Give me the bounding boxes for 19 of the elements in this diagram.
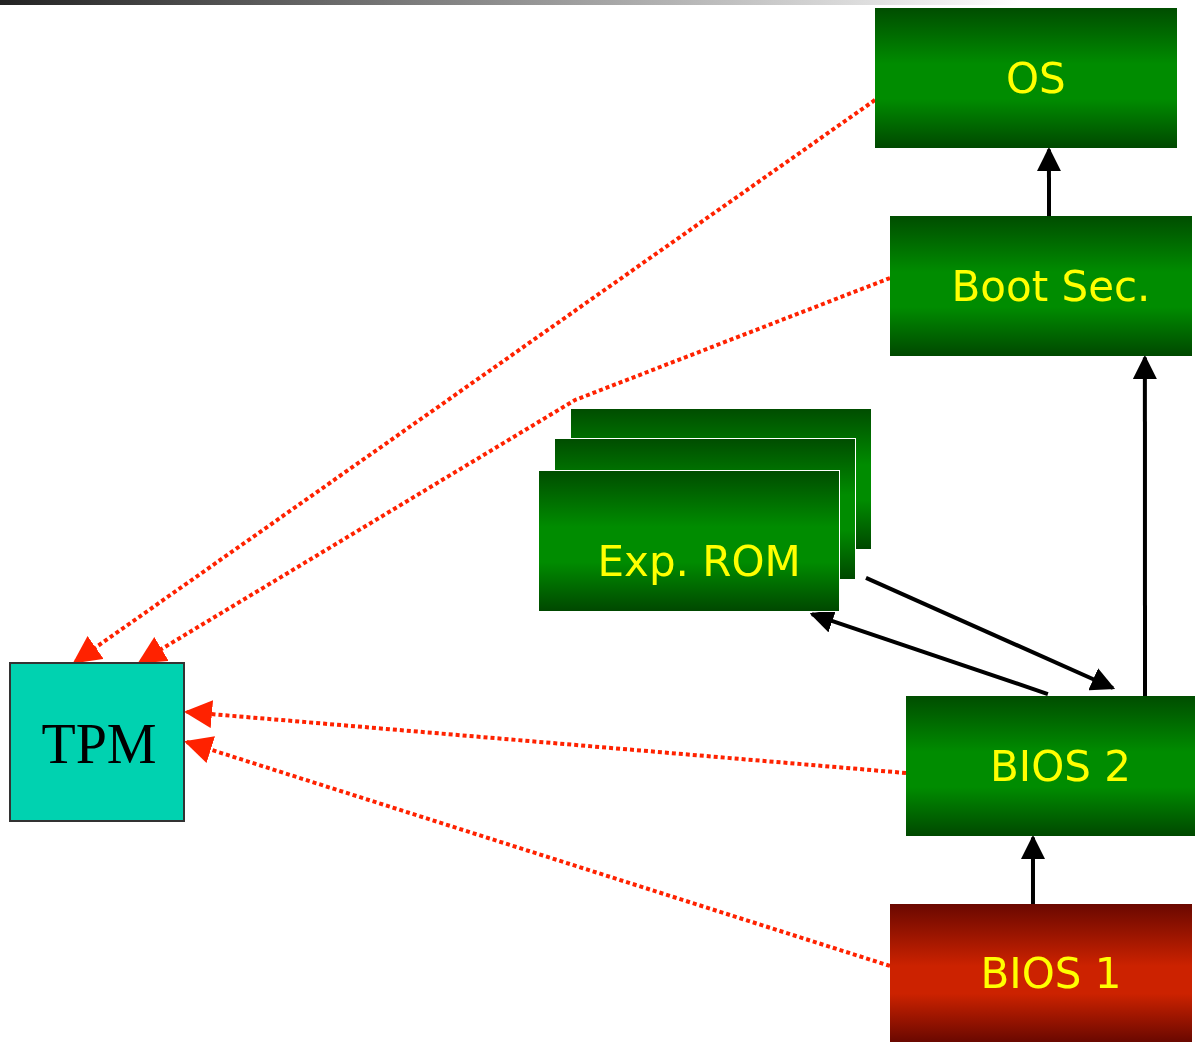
- dotted-arrow: [72, 98, 877, 664]
- process-box: [890, 904, 1192, 1042]
- box-label: Exp. ROM: [597, 536, 801, 586]
- arrow: [1036, 147, 1061, 216]
- box-label: Boot Sec.: [951, 261, 1151, 311]
- dotted-arrow: [137, 276, 891, 664]
- process-box: [875, 8, 1177, 148]
- process-box: [906, 696, 1195, 836]
- tpm-box: [9, 662, 185, 822]
- arrow: [865, 576, 1116, 691]
- dotted-arrow: [184, 736, 891, 968]
- box-label: OS: [1006, 53, 1066, 103]
- process-box: [890, 216, 1192, 356]
- box-label: TPM: [41, 712, 157, 776]
- box-label: BIOS 1: [980, 948, 1122, 998]
- arrow: [1021, 835, 1045, 904]
- stacked-process-box: [538, 408, 872, 612]
- arrow: [1132, 355, 1157, 696]
- box-label: BIOS 2: [990, 741, 1131, 791]
